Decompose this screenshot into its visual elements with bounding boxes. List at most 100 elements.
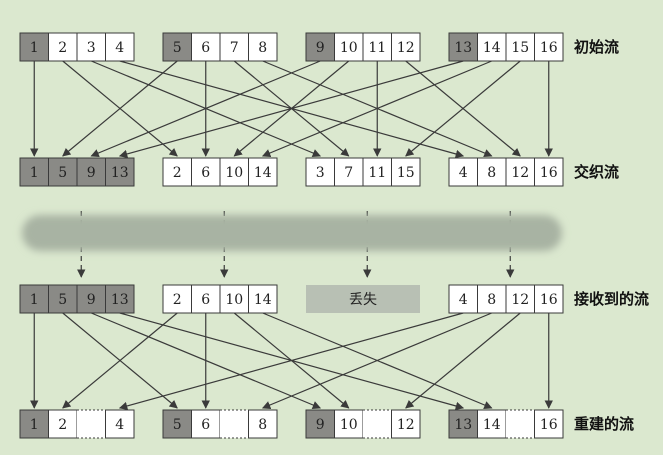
packet-cell xyxy=(19,157,49,187)
map-arrow-initial-to-interleaved xyxy=(118,60,464,159)
packet-cell xyxy=(162,284,192,314)
packet-number: 9 xyxy=(87,165,96,181)
lost-block xyxy=(306,285,420,313)
packet-cell xyxy=(105,409,135,439)
packet-number: 10 xyxy=(225,292,243,308)
packet-number: 12 xyxy=(511,165,529,181)
packet-number: 13 xyxy=(111,292,129,308)
packet-number: 1 xyxy=(30,165,39,181)
packet-cell xyxy=(48,32,78,62)
packet-number: 11 xyxy=(368,165,386,181)
row-label-received: 接收到的流 xyxy=(574,290,649,308)
packet-cell xyxy=(105,284,135,314)
packet-cell xyxy=(19,284,49,314)
packet-number: 2 xyxy=(58,40,67,56)
packet-number: 8 xyxy=(487,165,496,181)
packet-cell xyxy=(19,409,49,439)
lost-label: 丢失 xyxy=(349,292,377,308)
packet-cell xyxy=(48,284,78,314)
packet-number: 2 xyxy=(173,165,182,181)
channel-noise-band xyxy=(22,215,562,251)
packet-number: 6 xyxy=(201,292,210,308)
packet-cell xyxy=(334,32,364,62)
row-label-interleaved: 交织流 xyxy=(574,163,619,181)
row-label-initial: 初始流 xyxy=(574,38,619,56)
packet-cell xyxy=(19,32,49,62)
packet-cell xyxy=(534,157,564,187)
packet-cell xyxy=(362,32,392,62)
packet-cell xyxy=(477,157,507,187)
map-arrow-initial-to-interleaved xyxy=(62,60,178,157)
packet-number: 14 xyxy=(254,292,272,308)
packet-cell xyxy=(448,409,478,439)
packet-cell xyxy=(334,157,364,187)
packet-cell xyxy=(305,409,335,439)
packet-cell xyxy=(219,157,249,187)
packet-number: 13 xyxy=(111,165,129,181)
packet-cell xyxy=(191,32,221,62)
packet-cell xyxy=(391,409,421,439)
packet-number: 8 xyxy=(258,417,267,433)
packet-cell xyxy=(162,409,192,439)
packet-number: 3 xyxy=(316,165,325,181)
map-arrow-initial-to-interleaved xyxy=(405,60,521,157)
packet-number: 6 xyxy=(201,165,210,181)
packet-number: 8 xyxy=(487,292,496,308)
packet-cell xyxy=(506,410,535,438)
packet-number: 10 xyxy=(340,40,358,56)
packet-cell xyxy=(219,32,249,62)
packet-number: 5 xyxy=(173,417,182,433)
packet-cell xyxy=(362,157,392,187)
map-arrow-initial-to-interleaved xyxy=(90,60,321,157)
packet-number: 13 xyxy=(454,417,472,433)
packet-number: 8 xyxy=(258,40,267,56)
packet-number: 9 xyxy=(316,40,325,56)
packet-cell xyxy=(76,157,106,187)
packet-number: 15 xyxy=(397,165,415,181)
map-arrow-received-to-rebuilt xyxy=(118,312,464,411)
packet-number: 16 xyxy=(540,417,558,433)
packet-cell xyxy=(477,284,507,314)
packet-cell xyxy=(105,32,135,62)
packet-cell xyxy=(162,157,192,187)
packet-cell xyxy=(534,409,564,439)
packet-cell xyxy=(248,157,278,187)
packet-cell xyxy=(191,284,221,314)
packet-number: 5 xyxy=(58,292,67,308)
packet-cell xyxy=(448,284,478,314)
packet-number: 16 xyxy=(540,40,558,56)
packet-cell xyxy=(477,32,507,62)
map-arrow-received-to-rebuilt xyxy=(405,312,521,409)
packet-cell xyxy=(248,32,278,62)
packet-number: 14 xyxy=(483,40,501,56)
packet-cell xyxy=(363,410,392,438)
packet-number: 12 xyxy=(397,40,415,56)
packet-cell xyxy=(248,409,278,439)
packet-number: 2 xyxy=(58,417,67,433)
packet-cell xyxy=(220,410,249,438)
packet-number: 1 xyxy=(30,417,39,433)
packet-cell xyxy=(334,409,364,439)
packet-cell xyxy=(534,32,564,62)
packet-number: 7 xyxy=(344,165,353,181)
packet-number: 16 xyxy=(540,292,558,308)
packet-number: 12 xyxy=(397,417,415,433)
packet-cell xyxy=(191,157,221,187)
packet-cell xyxy=(48,409,78,439)
packet-cell xyxy=(391,157,421,187)
packet-number: 1 xyxy=(30,40,39,56)
packet-number: 4 xyxy=(459,292,468,308)
packet-number: 14 xyxy=(254,165,272,181)
packet-number: 9 xyxy=(316,417,325,433)
packet-number: 1 xyxy=(30,292,39,308)
packet-cell xyxy=(76,32,106,62)
map-arrow-received-to-rebuilt xyxy=(62,312,178,409)
packet-number: 3 xyxy=(87,40,96,56)
packet-cell xyxy=(305,32,335,62)
packet-number: 4 xyxy=(459,165,468,181)
packet-cell xyxy=(48,157,78,187)
packet-number: 12 xyxy=(511,292,529,308)
packet-number: 11 xyxy=(368,40,386,56)
packet-number: 10 xyxy=(340,417,358,433)
